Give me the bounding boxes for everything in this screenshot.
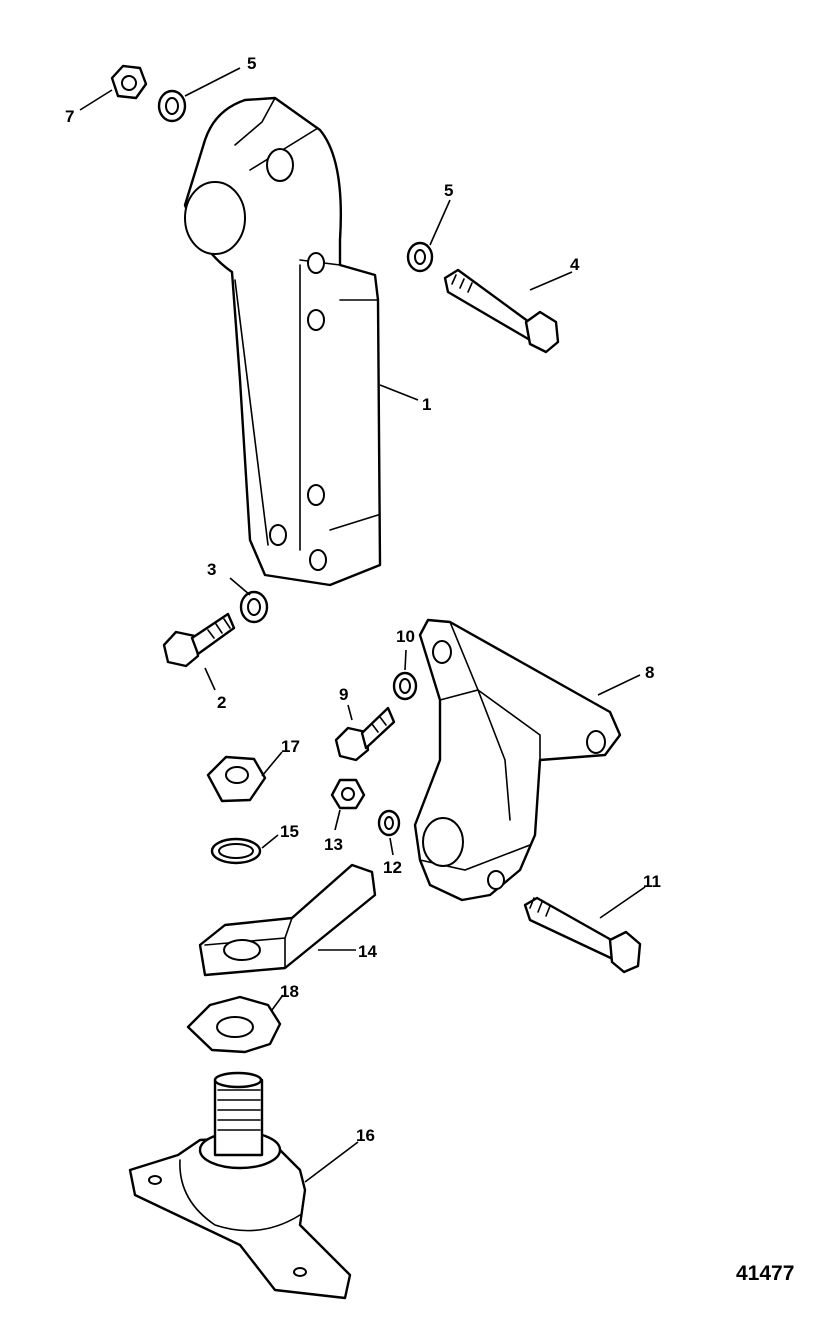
part-15-retaining-ring	[210, 837, 262, 865]
part-18-tab-washer	[186, 995, 282, 1054]
part-4-bolt	[443, 268, 560, 354]
figure-number: 41477	[736, 1262, 795, 1285]
callout-5-right: 5	[444, 181, 453, 200]
callout-labels: 1 2 3 4 5 5 7 8 9 10 11 12 13 14 15 16 1…	[65, 54, 661, 1145]
callout-11: 11	[643, 872, 661, 891]
callout-8: 8	[645, 663, 654, 682]
callout-15: 15	[280, 822, 299, 841]
callout-17: 17	[281, 737, 300, 756]
callout-1: 1	[422, 395, 431, 414]
part-11-bolt	[523, 896, 642, 974]
part-13-nut	[330, 778, 366, 810]
callout-14: 14	[358, 942, 377, 961]
part-1-mounting-arm	[183, 96, 382, 587]
part-16-engine-mount	[128, 1071, 352, 1300]
callout-18: 18	[280, 982, 299, 1001]
callout-12: 12	[383, 858, 402, 877]
part-12-lock-washer	[377, 809, 401, 837]
callout-9: 9	[339, 685, 348, 704]
callout-16: 16	[356, 1126, 375, 1145]
leader-lines	[79, 67, 646, 1183]
part-10-lock-washer	[392, 671, 418, 701]
callout-5-top: 5	[247, 54, 256, 73]
callout-2: 2	[217, 693, 226, 712]
callout-3: 3	[207, 560, 216, 579]
part-8-bracket-plate	[413, 618, 622, 902]
part-5-lock-washer-top	[157, 89, 187, 123]
part-5-lock-washer-right	[406, 241, 434, 273]
part-14-rod-end	[198, 863, 377, 977]
callout-13: 13	[324, 835, 343, 854]
callout-7: 7	[65, 107, 74, 126]
callout-10: 10	[396, 627, 415, 646]
part-3-lock-washer	[239, 590, 269, 624]
part-9-bolt	[334, 706, 396, 762]
part-7-nut	[110, 64, 148, 100]
part-2-bolt	[162, 612, 236, 668]
callout-4: 4	[570, 255, 580, 274]
part-17-nut	[206, 755, 267, 803]
